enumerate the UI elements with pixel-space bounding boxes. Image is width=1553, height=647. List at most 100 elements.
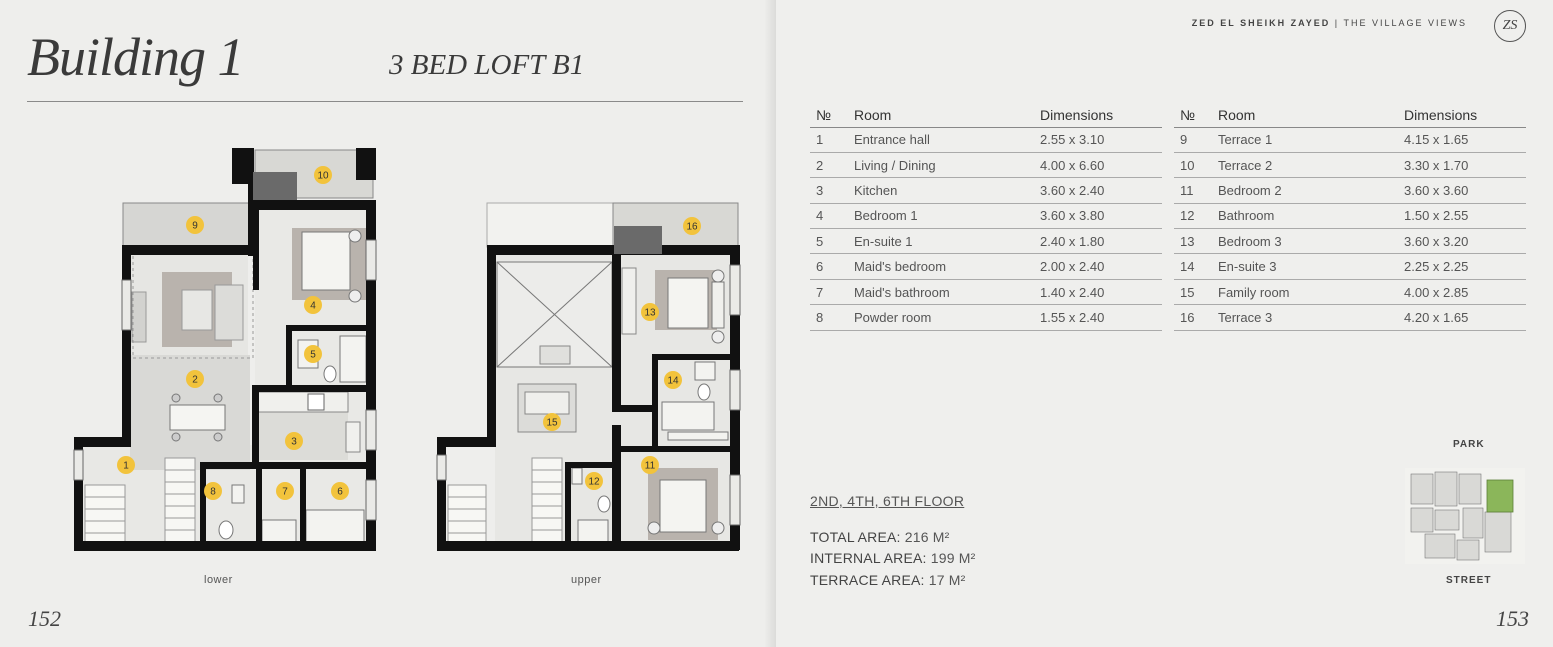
internal-area-label: INTERNAL AREA: [810, 550, 927, 566]
header-dimensions: Dimensions [1398, 104, 1526, 128]
keymap-park-label: PARK [1453, 439, 1485, 450]
header-dimensions: Dimensions [1034, 104, 1162, 128]
room-marker-1: 1 [117, 456, 135, 474]
header-no: № [810, 104, 848, 128]
cell-room: Bathroom [1212, 203, 1398, 230]
marker-circle [314, 166, 332, 184]
cell-no: 3 [810, 177, 848, 204]
title-divider [27, 101, 743, 102]
cell-no: 12 [1174, 203, 1212, 230]
keymap-street-label: STREET [1446, 575, 1492, 586]
marker-label: 3 [291, 437, 297, 448]
cell-no: 16 [1174, 304, 1212, 331]
room-marker-9: 9 [186, 216, 204, 234]
cell-dim: 4.00 x 6.60 [1034, 152, 1162, 179]
page-number-right: 153 [1496, 606, 1529, 631]
brand-name: ZED EL SHEIKH ZAYED [1191, 18, 1331, 28]
site-keymap [1405, 468, 1525, 564]
terrace-area-label: TERRACE AREA: [810, 572, 925, 588]
terrace-area: TERRACE AREA: 17 M² [810, 572, 966, 588]
marker-circle [304, 345, 322, 363]
cell-room: Maid's bedroom [848, 253, 1034, 280]
cell-dim: 1.50 x 2.55 [1398, 203, 1526, 230]
cell-dim: 2.55 x 3.10 [1034, 127, 1162, 153]
cell-room: Family room [1212, 279, 1398, 306]
internal-area-value: 199 M² [930, 550, 976, 566]
cell-no: 5 [810, 228, 848, 255]
table-header-row: № Room Dimensions [1174, 104, 1526, 128]
marker-circle [186, 370, 204, 388]
cell-no: 1 [810, 127, 848, 153]
cell-dim: 2.25 x 2.25 [1398, 253, 1526, 280]
unit-title: 3 BED LOFT B1 [389, 49, 585, 81]
room-marker-6: 6 [331, 482, 349, 500]
cell-room: Bedroom 3 [1212, 228, 1398, 255]
cell-dim: 3.60 x 3.60 [1398, 177, 1526, 204]
cell-no: 2 [810, 152, 848, 179]
cell-no: 11 [1174, 177, 1212, 204]
cell-dim: 4.00 x 2.85 [1398, 279, 1526, 306]
upper-floor-plan [436, 202, 741, 551]
marker-circle [641, 303, 659, 321]
cell-room: Terrace 3 [1212, 304, 1398, 331]
header-room: Room [848, 104, 1034, 128]
total-area-label: TOTAL AREA: [810, 529, 901, 545]
cell-no: 8 [810, 304, 848, 331]
cell-dim: 3.60 x 3.20 [1398, 228, 1526, 255]
cell-no: 15 [1174, 279, 1212, 306]
cell-no: 13 [1174, 228, 1212, 255]
marker-label: 7 [282, 487, 288, 498]
cell-room: En-suite 1 [848, 228, 1034, 255]
cell-room: En-suite 3 [1212, 253, 1398, 280]
room-marker-2: 2 [186, 370, 204, 388]
cell-no: 6 [810, 253, 848, 280]
page-number-left: 152 [28, 606, 61, 631]
cell-dim: 3.60 x 3.80 [1034, 203, 1162, 230]
cell-no: 4 [810, 203, 848, 230]
cell-dim: 2.00 x 2.40 [1034, 253, 1162, 280]
header-room: Room [1212, 104, 1398, 128]
table-header-row: № Room Dimensions [810, 104, 1162, 128]
marker-circle [585, 472, 603, 490]
marker-label: 13 [644, 308, 656, 319]
marker-circle [117, 456, 135, 474]
cell-no: 14 [1174, 253, 1212, 280]
cell-room: Maid's bathroom [848, 279, 1034, 306]
room-marker-4: 4 [304, 296, 322, 314]
building-title: Building 1 [27, 27, 244, 87]
cell-room: Living / Dining [848, 152, 1034, 179]
upper-plan-caption: upper [571, 574, 602, 586]
cell-dim: 2.40 x 1.80 [1034, 228, 1162, 255]
cell-no: 7 [810, 279, 848, 306]
cell-dim: 1.40 x 2.40 [1034, 279, 1162, 306]
terrace-area-value: 17 M² [928, 572, 966, 588]
room-marker-12: 12 [585, 472, 603, 490]
marker-circle [641, 456, 659, 474]
right-page: ZED EL SHEIKH ZAYED | THE VILLAGE VIEWS … [776, 0, 1553, 647]
marker-label: 12 [588, 477, 600, 488]
cell-dim: 3.60 x 2.40 [1034, 177, 1162, 204]
brand-separator: | [1334, 18, 1340, 28]
marker-label: 4 [310, 301, 316, 312]
marker-circle [276, 482, 294, 500]
room-marker-8: 8 [204, 482, 222, 500]
marker-circle [186, 216, 204, 234]
cell-dim: 3.30 x 1.70 [1398, 152, 1526, 179]
total-area-value: 216 M² [904, 529, 950, 545]
marker-circle [304, 296, 322, 314]
cell-no: 9 [1174, 127, 1212, 153]
marker-label: 10 [317, 171, 329, 182]
marker-label: 2 [192, 375, 198, 386]
